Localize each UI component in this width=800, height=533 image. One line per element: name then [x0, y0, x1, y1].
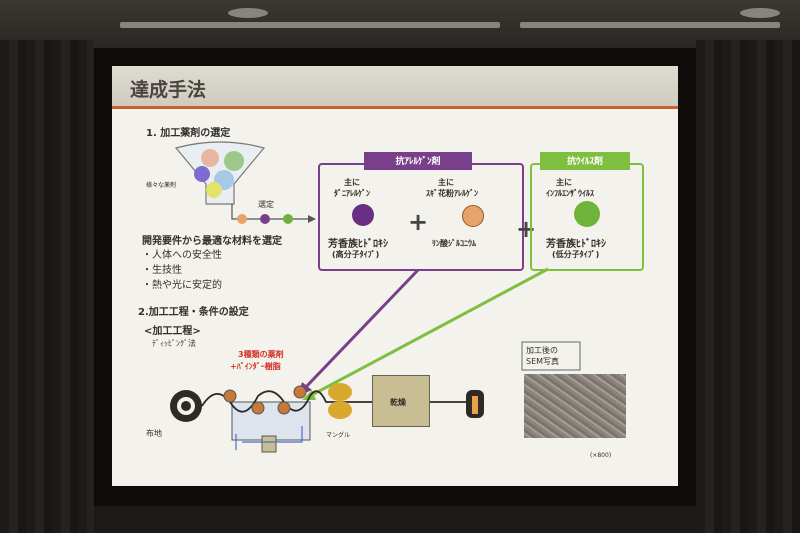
arrow-head-icon [308, 215, 316, 223]
dipping-method-label: ﾃﾞｨｯﾋﾟﾝｸﾞ法 [152, 339, 196, 348]
binder-label: +ﾊﾞｲﾝﾀﾞｰ樹脂 [230, 362, 281, 371]
ceiling-light-rail [120, 22, 500, 28]
virus-target: ｲﾝﾌﾙｴﾝｻﾞｳｲﾙｽ [546, 189, 594, 198]
development-heading: 開発要件から最適な材料を選定 [142, 236, 282, 247]
allergen2-main: 主に [438, 178, 454, 187]
curtain-right [696, 40, 800, 533]
sem-label: SEM写真 [526, 357, 560, 366]
requirement-item: ・熱や光に安定的 [142, 280, 222, 291]
roller-icon [223, 389, 237, 403]
mangle-roller-icon [328, 383, 352, 401]
antiviral-tag: 抗ｳｲﾙｽ剤 [540, 152, 630, 170]
anti-allergen-tag: 抗ｱﾚﾙｹﾞﾝ剤 [364, 152, 472, 170]
agent-ball-icon [201, 149, 219, 167]
requirement-item: ・生技性 [142, 265, 182, 276]
requirement-item: ・人体への安全性 [142, 250, 222, 261]
orange-ball-icon [237, 214, 247, 224]
slide-title: 達成手法 [130, 79, 207, 101]
orange-agent-icon [462, 205, 484, 227]
dryer-box [372, 375, 430, 427]
drying-label: 乾燥 [390, 398, 406, 407]
fabric-label: 布地 [146, 429, 162, 438]
green-arrow [309, 267, 549, 398]
roller-icon [293, 385, 307, 399]
allergen2-agent: ﾘﾝ酸ｼﾞﾙｺﾆｳﾑ [432, 239, 476, 248]
roller-icon [277, 401, 291, 415]
presentation-slide: 達成手法 1. 加工薬剤の選定 [112, 66, 678, 486]
purple-arrow [302, 268, 420, 391]
ceiling [0, 0, 800, 48]
allergen1-type: (高分子ﾀｲﾌﾟ) [332, 250, 380, 259]
magnification-label: (×800) [590, 452, 612, 459]
selection-label: 選定 [258, 200, 274, 209]
circulation-arrow [235, 426, 303, 450]
purple-agent-icon [352, 204, 374, 226]
dipping-tank [231, 401, 311, 441]
agent-ball-icon [194, 166, 210, 182]
three-agents-label: 3種類の薬剤 [238, 350, 284, 359]
agent-ball-icon [224, 151, 244, 171]
allergen1-agent: 芳香族ﾋﾄﾞﾛｷｼ [328, 239, 388, 250]
ceiling-light-rail [520, 22, 780, 28]
sem-label-box [521, 341, 581, 371]
mangle-roller-icon [328, 401, 352, 419]
allergen2-target: ｽｷﾞ花粉ｱﾚﾙｹﾞﾝ [426, 189, 478, 198]
pump-icon [261, 435, 277, 453]
ceiling-lamp [228, 8, 268, 18]
purple-ball-icon [260, 214, 270, 224]
curtain-left [0, 40, 94, 533]
section-1-heading: 1. 加工薬剤の選定 [146, 128, 231, 139]
virus-main: 主に [556, 178, 572, 187]
slide-title-bar: 達成手法 [112, 66, 678, 106]
roller-icon [251, 401, 265, 415]
green-ball-icon [283, 214, 293, 224]
allergen1-main: 主に [344, 178, 360, 187]
green-agent-icon [574, 201, 600, 227]
sem-photo [524, 374, 626, 438]
title-underline [112, 106, 678, 109]
virus-agent: 芳香族ﾋﾄﾞﾛｷｼ [546, 239, 606, 250]
ceiling-lamp [740, 8, 780, 18]
agent-ball-icon [206, 182, 222, 198]
slide-diagram [170, 141, 581, 453]
mangle-label: マングル [326, 432, 351, 439]
plus-sign: + [408, 208, 429, 236]
process-heading: <加工工程> [144, 326, 201, 337]
allergen1-target: ﾀﾞﾆｱﾚﾙｹﾞﾝ [334, 189, 370, 198]
sem-label: 加工後の [526, 346, 558, 355]
selection-arrow [231, 204, 308, 220]
virus-type: (低分子ﾀｲﾌﾟ) [552, 250, 600, 259]
various-agents-label: 様々な薬剤 [146, 182, 177, 189]
section-2-heading: 2.加工工程・条件の設定 [138, 307, 249, 318]
